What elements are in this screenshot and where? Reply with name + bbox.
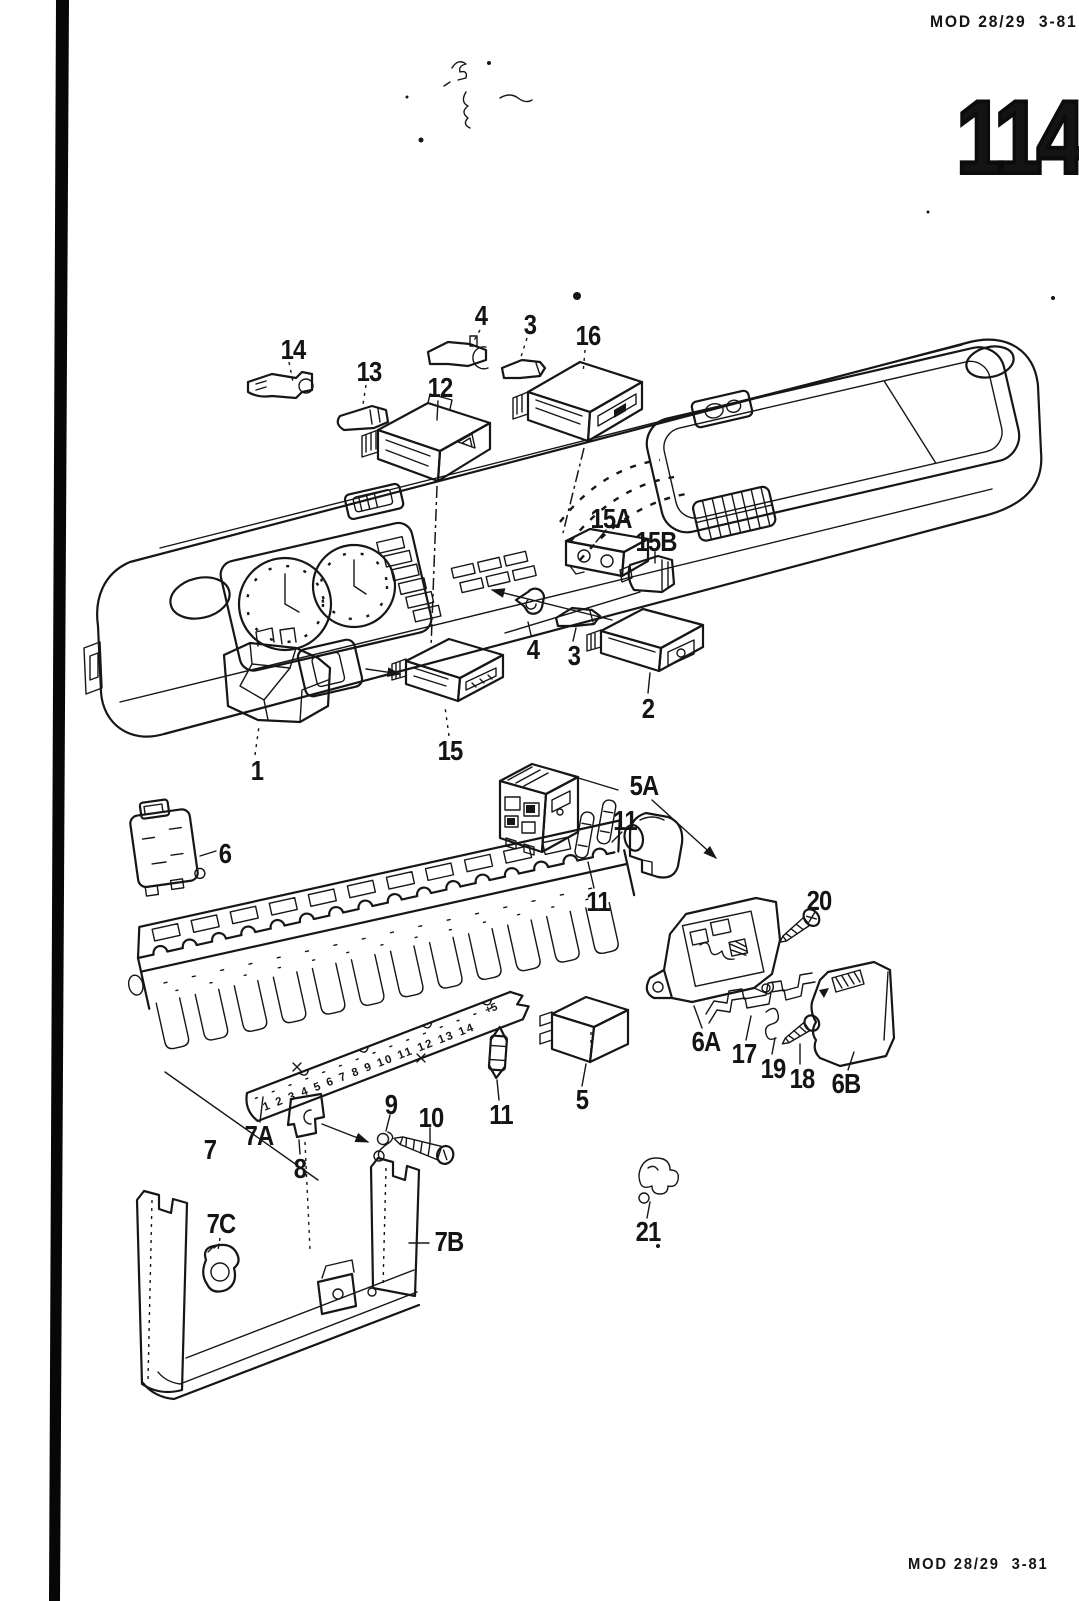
switch-12 [361, 393, 492, 483]
part-label-4-top: 4 [474, 300, 488, 331]
part-label-14: 14 [280, 334, 307, 365]
bracket-7b [135, 1156, 421, 1401]
vent-grille [691, 485, 777, 542]
part-label-15: 15 [437, 735, 464, 766]
fuse-numbers: 1 2 3 4 5 6 7 8 9 10 11 12 13 14 [261, 1021, 477, 1113]
part-label-19: 19 [760, 1053, 787, 1084]
clip-4-mid [514, 587, 546, 615]
part-label-3-top: 3 [523, 309, 537, 340]
fuse-box [127, 819, 645, 1050]
unit-6b [810, 960, 896, 1068]
dashboard-panel [83, 338, 1043, 738]
fuse-end-mark: +5 [483, 1001, 499, 1017]
screw-20 [779, 908, 821, 943]
stalk-13 [336, 404, 390, 432]
part-label-10: 10 [418, 1102, 445, 1133]
switch-15 [391, 637, 505, 703]
knob-piece-5a [628, 811, 684, 879]
header-code: MOD 28/29 3-81 [930, 12, 1078, 31]
regulator-6a [645, 896, 782, 1004]
lever-3-top [500, 358, 547, 380]
part-label-6a: 6A [691, 1026, 722, 1057]
footer-code: MOD 28/29 3-81 [908, 1556, 1049, 1573]
lever-3-mid [554, 606, 602, 628]
switch-2 [586, 607, 705, 673]
part-label-8: 8 [293, 1153, 307, 1184]
clip-21 [638, 1157, 680, 1204]
part-label-7b: 7B [434, 1226, 465, 1257]
grommet-7c [202, 1243, 240, 1293]
part-label-3-mid: 3 [567, 640, 581, 671]
relay-6 [129, 798, 206, 897]
part-label-12: 12 [427, 372, 454, 403]
part-label-5a: 5A [629, 770, 660, 801]
part-label-13: 13 [356, 356, 383, 387]
part-label-17: 17 [731, 1038, 758, 1069]
clip-8 [286, 1092, 326, 1139]
mount-rail-17 [705, 972, 816, 1024]
screw-10 [393, 1136, 455, 1165]
part-label-1: 1 [250, 755, 264, 786]
part-label-2: 2 [641, 693, 655, 724]
part-label-6b: 6B [831, 1068, 862, 1099]
part-label-7c: 7C [206, 1208, 237, 1239]
part-label-11-mid: 11 [586, 886, 610, 917]
part-label-15b: 15B [635, 526, 677, 557]
clip-19 [764, 1007, 780, 1041]
bulb-11-left [574, 811, 595, 859]
lever-4-top [426, 335, 489, 370]
stalk-14 [246, 370, 314, 400]
part-label-20: 20 [806, 885, 833, 916]
part-label-4-mid: 4 [526, 634, 540, 665]
part-label-11-bottom: 11 [489, 1099, 513, 1130]
scan-scribbles [292, 61, 1055, 1248]
part-label-7: 7 [203, 1134, 217, 1165]
switch-1 [222, 627, 332, 724]
part-label-18: 18 [789, 1063, 816, 1094]
screw-18 [781, 1014, 821, 1045]
part-label-6: 6 [218, 838, 232, 869]
knob-15b [619, 554, 676, 594]
part-label-11-top: 11 [613, 805, 637, 836]
part-label-21: 21 [635, 1216, 662, 1247]
switch-16 [512, 360, 644, 443]
relay-plate-5a [498, 762, 580, 856]
part-label-15a: 15A [590, 503, 632, 534]
part-label-7a: 7A [244, 1120, 275, 1151]
switch-15a [564, 527, 650, 578]
festoon-bulb-11 [487, 1025, 508, 1080]
part-label-5: 5 [575, 1084, 589, 1115]
relay-5 [539, 995, 630, 1064]
leader-lines [164, 329, 855, 1251]
binding-edge [49, 0, 69, 1601]
hook-9 [373, 1131, 394, 1162]
part-label-16: 16 [575, 320, 602, 351]
page-number: 114 [954, 80, 1079, 196]
part-label-9: 9 [384, 1089, 398, 1120]
